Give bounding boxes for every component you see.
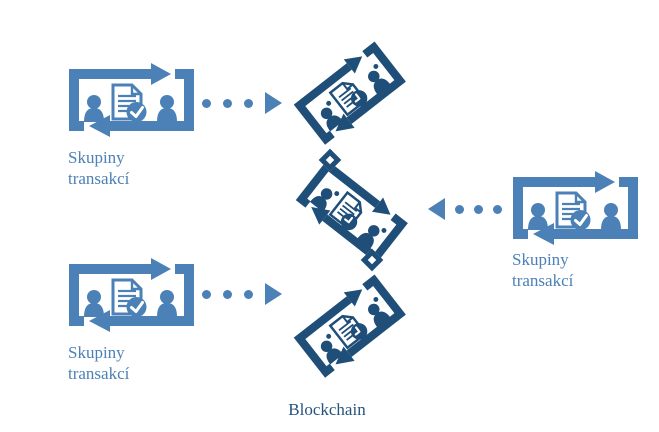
transaction-group-right bbox=[507, 170, 643, 248]
cycle-arrow-top bbox=[293, 63, 352, 145]
cycle-arrowhead-right bbox=[343, 289, 363, 307]
arrowhead-right-icon bbox=[265, 283, 282, 305]
group-label: Skupiny transakcí bbox=[68, 147, 129, 189]
cycle-arrowhead-right bbox=[372, 197, 391, 215]
arrow-dot bbox=[474, 204, 483, 214]
person-icon bbox=[601, 203, 621, 230]
check-badge-icon bbox=[130, 106, 144, 118]
blockchain-block-1 bbox=[286, 34, 414, 153]
arrow-dot bbox=[455, 204, 464, 214]
person-icon bbox=[357, 225, 387, 249]
cycle-arrowhead-left bbox=[335, 346, 355, 365]
badge-circle bbox=[126, 102, 147, 122]
dotted-arrow-right bbox=[202, 283, 282, 305]
person-icon bbox=[84, 290, 104, 317]
arrowhead-left-icon bbox=[428, 198, 445, 220]
cycle-arrowhead-right bbox=[595, 171, 615, 193]
person-icon bbox=[84, 95, 104, 122]
group-label: Skupiny transakcí bbox=[68, 342, 129, 384]
cycle-arrows-icon bbox=[513, 171, 638, 245]
transaction-group-bottom-left bbox=[63, 257, 199, 335]
badge-circle bbox=[570, 210, 591, 230]
person-icon bbox=[310, 188, 340, 212]
check-badge-icon bbox=[130, 301, 144, 313]
cycle-arrow-top bbox=[69, 69, 151, 131]
cycle-arrowhead-right bbox=[343, 56, 363, 74]
cycle-arrow-bottom bbox=[346, 274, 406, 358]
group-label-line2: transakcí bbox=[68, 169, 130, 188]
cycle-arrowhead-right bbox=[151, 258, 171, 280]
cycle-arrows-icon bbox=[69, 258, 194, 332]
cycle-arrowhead-left bbox=[89, 115, 110, 137]
cycle-arrow-top bbox=[295, 159, 381, 208]
blockchain-block-2 bbox=[287, 152, 415, 271]
cycle-arrowhead-left bbox=[311, 206, 331, 225]
group-label-line2: transakcí bbox=[512, 271, 574, 290]
group-label-line1: Skupiny bbox=[512, 250, 569, 269]
person-icon bbox=[157, 95, 177, 122]
cycle-arrow-bottom bbox=[346, 41, 406, 125]
arrow-dot bbox=[244, 289, 253, 299]
cycle-arrow-bottom bbox=[554, 177, 638, 239]
check-badge-icon bbox=[574, 214, 588, 226]
blockchain-block-3 bbox=[286, 267, 414, 386]
cycle-arrowhead-left bbox=[89, 310, 110, 332]
person-icon bbox=[368, 297, 391, 328]
group-label-line1: Skupiny bbox=[68, 343, 125, 362]
clock-badge-icon bbox=[344, 216, 354, 224]
arrow-dot bbox=[202, 289, 211, 299]
cycle-arrow-bottom bbox=[322, 213, 408, 264]
person-icon bbox=[320, 100, 344, 132]
dotted-arrow-right bbox=[202, 92, 282, 114]
person-icon bbox=[368, 64, 391, 95]
clock-badge-icon bbox=[354, 326, 361, 336]
transaction-group-top-left bbox=[63, 62, 199, 140]
cycle-arrows-icon bbox=[293, 41, 406, 145]
cycle-arrows-icon bbox=[295, 159, 408, 264]
clock-badge-icon bbox=[354, 93, 361, 103]
group-label-line2: transakcí bbox=[68, 364, 130, 383]
cycle-arrowhead-left bbox=[533, 223, 554, 245]
arrow-dot bbox=[202, 98, 211, 108]
badge-circle bbox=[126, 297, 147, 317]
cycle-arrow-top bbox=[513, 177, 595, 239]
arrow-dot bbox=[244, 98, 253, 108]
cycle-arrowhead-right bbox=[151, 63, 171, 85]
arrow-dot bbox=[223, 289, 232, 299]
group-label: Skupiny transakcí bbox=[512, 249, 573, 291]
blockchain-label: Blockchain bbox=[288, 400, 366, 419]
cycle-arrows-icon bbox=[293, 274, 406, 378]
arrowhead-right-icon bbox=[265, 92, 282, 114]
arrow-dot bbox=[493, 204, 502, 214]
cycle-arrowhead-left bbox=[335, 113, 355, 132]
cycle-arrow-top bbox=[293, 296, 352, 378]
cycle-arrows-icon bbox=[69, 63, 194, 137]
cycle-arrow-bottom bbox=[110, 264, 194, 326]
person-icon bbox=[320, 333, 344, 365]
dotted-arrow-left bbox=[428, 198, 502, 220]
person-icon bbox=[528, 203, 548, 230]
cycle-arrow-top bbox=[69, 264, 151, 326]
group-label-line1: Skupiny bbox=[68, 148, 125, 167]
cycle-arrow-bottom bbox=[110, 69, 194, 131]
arrow-dot bbox=[223, 98, 232, 108]
person-icon bbox=[157, 290, 177, 317]
